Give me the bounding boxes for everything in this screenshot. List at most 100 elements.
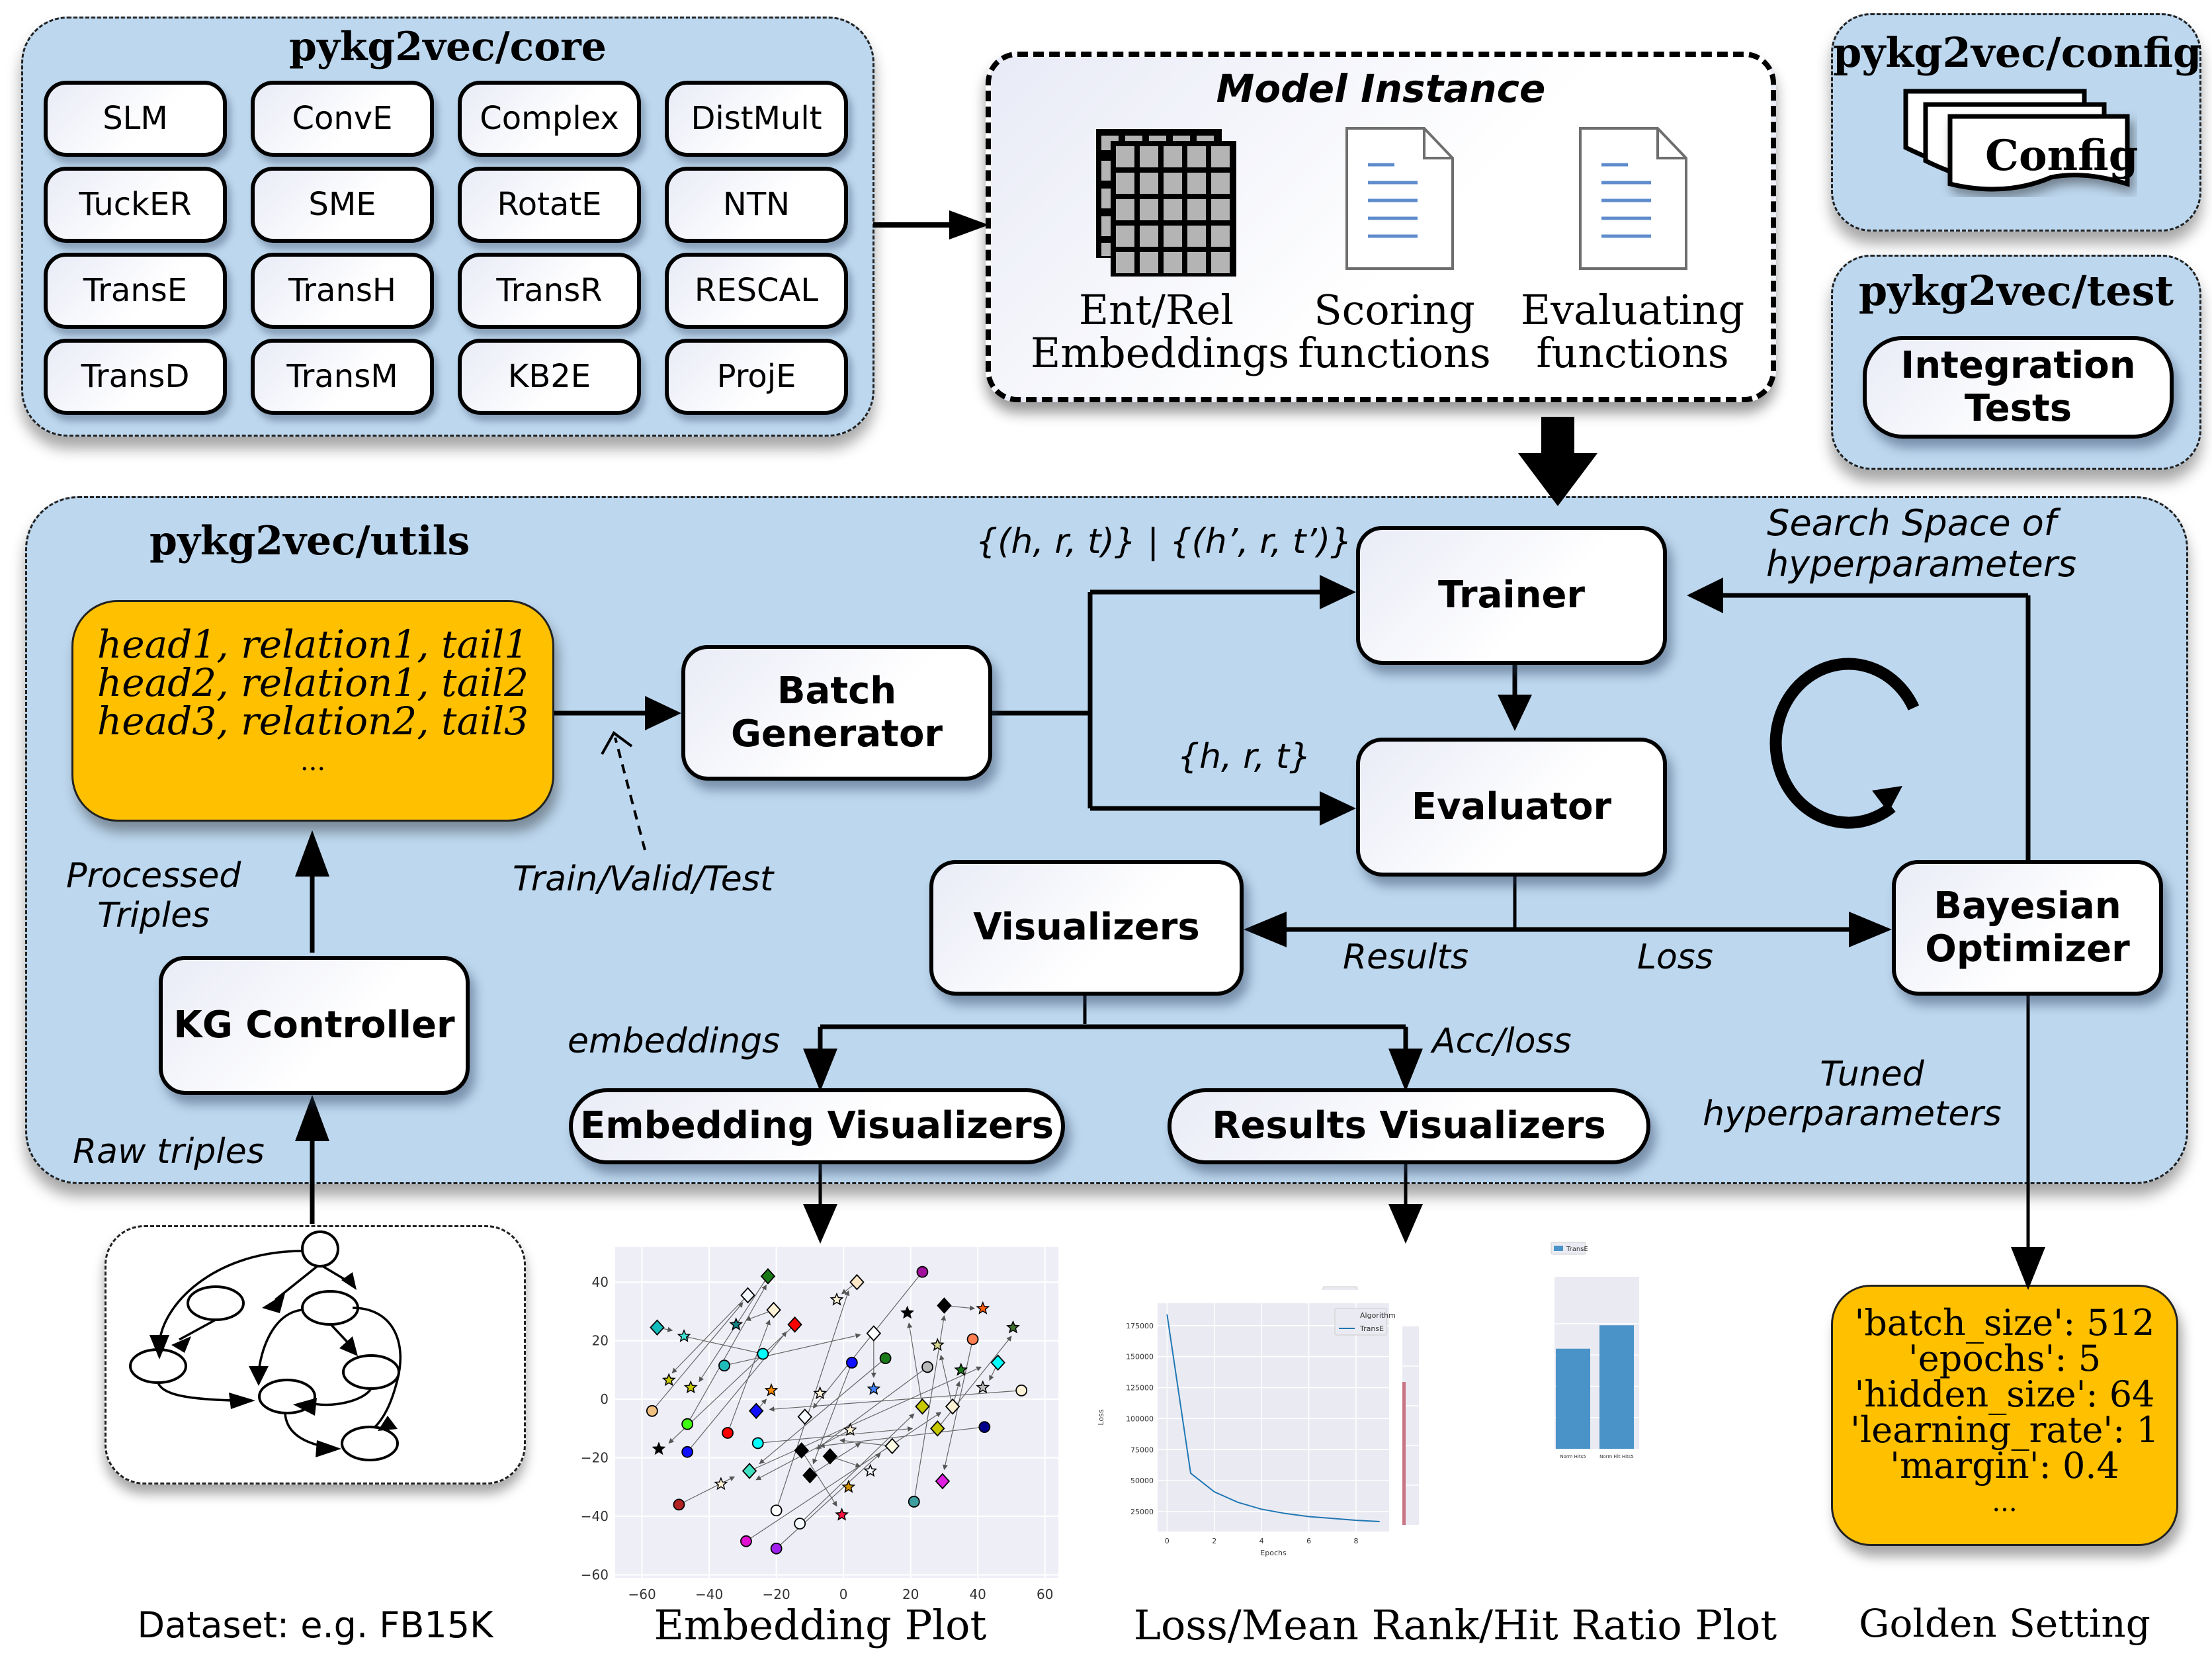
cycle-icon bbox=[1769, 658, 1920, 829]
model-distmult[interactable]: DistMult bbox=[665, 81, 848, 157]
embedding-arrow bbox=[799, 1413, 915, 1524]
y-tick-label: 0 bbox=[600, 1391, 609, 1407]
test-title: pykg2vec/test bbox=[1858, 267, 2174, 315]
core-to-model-arrow bbox=[873, 210, 989, 239]
model-transr[interactable]: TransR bbox=[458, 253, 641, 329]
tail-point bbox=[729, 1317, 744, 1331]
legend-label: TransE bbox=[1566, 1246, 1588, 1253]
model-rotate[interactable]: RotatE bbox=[458, 167, 641, 243]
model-transm[interactable]: TransM bbox=[251, 339, 434, 415]
relation-point bbox=[740, 1287, 755, 1304]
relation-point bbox=[849, 1273, 865, 1291]
embedding-arrow bbox=[816, 1366, 928, 1449]
entity-point bbox=[718, 1359, 730, 1372]
trainer-box[interactable]: Trainer bbox=[1356, 526, 1667, 665]
loss-line bbox=[1166, 1314, 1380, 1522]
golden-setting-box: 'batch_size': 512 'epochs': 5 'hidden_si… bbox=[1831, 1285, 2178, 1546]
y-tick-label: 20 bbox=[592, 1333, 609, 1349]
results-visualizers-box[interactable]: Results Visualizers bbox=[1168, 1088, 1650, 1164]
visualizers-box[interactable]: Visualizers bbox=[929, 860, 1244, 996]
embedding-arrow bbox=[679, 1476, 736, 1505]
relation-point bbox=[915, 1398, 930, 1415]
relation-point bbox=[822, 1448, 838, 1465]
model-transe[interactable]: TransE bbox=[44, 253, 227, 329]
model-transd[interactable]: TransD bbox=[44, 339, 227, 415]
x-tick-label: −40 bbox=[695, 1586, 723, 1602]
entity-point bbox=[921, 1361, 933, 1373]
model-kb2e[interactable]: KB2E bbox=[458, 339, 641, 415]
tail-point bbox=[976, 1380, 990, 1394]
y-tick-label: −60 bbox=[581, 1567, 609, 1583]
embedding-visualizers-box[interactable]: Embedding Visualizers bbox=[569, 1088, 1065, 1164]
model-proje[interactable]: ProjE bbox=[665, 339, 848, 415]
tail-point bbox=[843, 1422, 857, 1436]
golden-setting-line: 'hidden_size': 64 bbox=[1854, 1373, 2155, 1415]
model-conve[interactable]: ConvE bbox=[251, 81, 434, 157]
x-tick-label: 8 bbox=[1354, 1537, 1359, 1545]
plot-area bbox=[1158, 1303, 1389, 1531]
x-tick-label: 2 bbox=[1212, 1537, 1216, 1545]
tail-point bbox=[830, 1292, 844, 1306]
entity-point bbox=[794, 1518, 806, 1530]
y-tick-label: 100000 bbox=[1126, 1414, 1154, 1423]
entity-point bbox=[770, 1504, 783, 1517]
tail-point bbox=[930, 1338, 945, 1352]
embedding-arrow bbox=[757, 1426, 914, 1444]
triple-row: head1, relation1, tail1 bbox=[97, 622, 529, 667]
embedding-arrow bbox=[819, 1426, 985, 1449]
embedding-arrow bbox=[776, 1453, 881, 1549]
x-tick-label: 0 bbox=[839, 1586, 848, 1602]
relation-point bbox=[760, 1268, 776, 1285]
config-doc-label: Config bbox=[1985, 131, 2139, 181]
x-tick-label: 6 bbox=[1306, 1537, 1311, 1545]
train-input-label: {(h, r, t)} | {(h’, r, t’)} bbox=[976, 522, 1353, 562]
y-tick-label: 175000 bbox=[1126, 1322, 1154, 1330]
x-axis-label: Epochs bbox=[1260, 1549, 1287, 1557]
dataset-panel bbox=[105, 1225, 526, 1485]
x-tick-label: 60 bbox=[1037, 1586, 1053, 1602]
golden-setting-line: 'batch_size': 512 bbox=[1854, 1302, 2155, 1344]
model-transh[interactable]: TransH bbox=[251, 253, 434, 329]
evaluator-box[interactable]: Evaluator bbox=[1356, 738, 1667, 877]
tail-point bbox=[813, 1386, 828, 1400]
model-rescal[interactable]: RESCAL bbox=[665, 253, 848, 329]
kg-controller-box[interactable]: KG Controller bbox=[159, 956, 470, 1095]
model-slm[interactable]: SLM bbox=[44, 81, 227, 157]
model-instance-title: Model Instance bbox=[1216, 66, 1546, 111]
model-tucker[interactable]: TuckER bbox=[44, 167, 227, 243]
golden-setting-line: 'learning_rate': 1 bbox=[1850, 1409, 2159, 1451]
embedding-arrow bbox=[749, 1366, 982, 1472]
golden-setting-caption: Golden Setting bbox=[1859, 1601, 2150, 1646]
triples-store: head1, relation1, tail1 head2, relation1… bbox=[71, 600, 554, 822]
x-tick-label: 40 bbox=[969, 1586, 986, 1602]
entity-point bbox=[681, 1418, 694, 1430]
y-axis-label: Loss bbox=[1097, 1409, 1105, 1425]
x-tick-label: Norm Hits5 bbox=[1560, 1454, 1586, 1459]
utils-title: pykg2vec/utils bbox=[149, 518, 470, 564]
legend-label: TransE bbox=[1359, 1324, 1384, 1333]
entity-point bbox=[770, 1542, 783, 1555]
entity-point bbox=[966, 1333, 979, 1346]
x-tick-label: −20 bbox=[763, 1586, 790, 1602]
entity-point bbox=[681, 1445, 694, 1458]
golden-setting-line: 'epochs': 5 bbox=[1908, 1338, 2102, 1379]
model-sme[interactable]: SME bbox=[251, 167, 434, 243]
tail-point bbox=[714, 1477, 728, 1490]
model-ntn[interactable]: NTN bbox=[665, 167, 848, 243]
y-tick-label: −40 bbox=[581, 1508, 609, 1524]
x-tick-label: 0 bbox=[1165, 1537, 1170, 1545]
entity-point bbox=[722, 1427, 734, 1439]
entity-point bbox=[646, 1404, 658, 1417]
y-tick-label: 125000 bbox=[1126, 1384, 1154, 1393]
relation-point bbox=[787, 1316, 802, 1333]
embeddings-flow-label: embeddings bbox=[568, 1021, 781, 1061]
acc-loss-label: Acc/loss bbox=[1432, 1021, 1572, 1061]
entity-point bbox=[673, 1498, 685, 1511]
entity-point bbox=[879, 1352, 892, 1365]
model-complex[interactable]: Complex bbox=[458, 81, 641, 157]
